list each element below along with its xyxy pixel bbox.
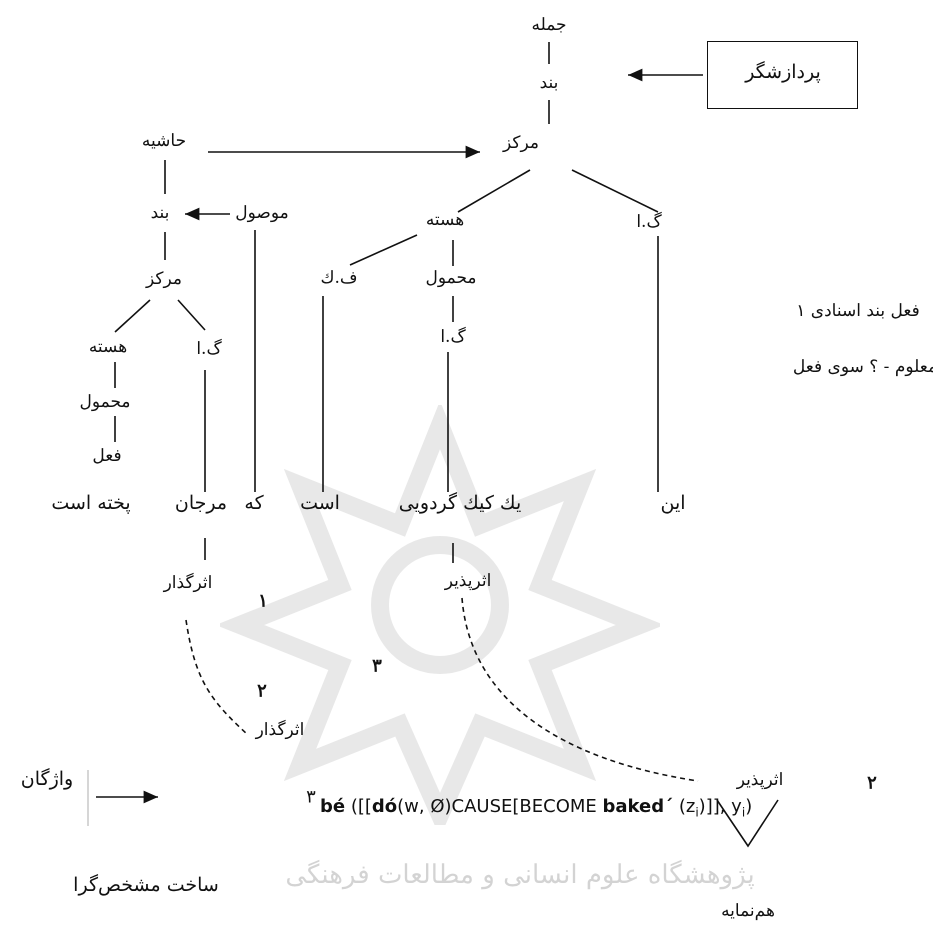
number-2b: ٢ bbox=[867, 772, 877, 794]
node-sentence: جمله bbox=[531, 15, 567, 36]
formula-sub-i2: i bbox=[741, 805, 746, 820]
role-undergoer-top: اثرپذیر bbox=[444, 571, 492, 592]
word-marjan: مرجان bbox=[174, 492, 228, 515]
node-relative: موصول bbox=[235, 203, 289, 224]
node-center: مرکز bbox=[503, 133, 539, 154]
watermark-emblem bbox=[220, 405, 660, 825]
word-round-cake: یك كیك گردویی bbox=[398, 492, 522, 515]
number-2a: ٢ bbox=[257, 680, 267, 702]
formula-open: ([[ bbox=[345, 796, 372, 817]
formula-do: dó bbox=[371, 796, 398, 817]
number-3: ٣ bbox=[372, 655, 382, 677]
role-actor-top: اثرگذار bbox=[163, 573, 213, 594]
role-actor-bottom: اثرگذار bbox=[255, 720, 305, 741]
logical-structure-formula: bé ([[dó(w, Ø)CAUSE[BECOME baked´ (zi)]]… bbox=[320, 796, 752, 820]
watermark-text: پژوهشگاه علوم انسانی و مطالعات فرهنگی bbox=[285, 860, 755, 891]
node-left-predicate: محمول bbox=[79, 392, 131, 413]
node-left-clause: بند bbox=[150, 203, 170, 224]
processor-label: پردازشگر bbox=[745, 61, 821, 84]
formula-z: (z bbox=[673, 796, 696, 817]
node-np-a: گ.ا bbox=[636, 212, 662, 233]
number-1: ١ bbox=[258, 590, 268, 612]
formula-baked: baked´ bbox=[602, 796, 674, 817]
node-periphery: حاشیه bbox=[141, 131, 187, 152]
formula-sub-i1: i bbox=[695, 805, 699, 820]
node-verb: فعل bbox=[92, 446, 122, 467]
node-core: هسته bbox=[425, 210, 465, 231]
role-undergoer-bottom: اثرپذیر bbox=[736, 770, 784, 791]
word-that: که bbox=[244, 492, 264, 515]
lexicon-label: واژگان bbox=[20, 768, 74, 791]
node-copula-verb: ف.ك bbox=[320, 268, 358, 289]
head-marking-label: ساخت مشخص‌گرا bbox=[73, 874, 219, 897]
node-predicate: محمول bbox=[425, 268, 477, 289]
note-voice: معلوم - ؟ سوی فعل bbox=[792, 357, 933, 378]
formula-cause: (w, Ø)CAUSE[BECOME bbox=[397, 796, 603, 817]
node-left-core: هسته bbox=[88, 337, 128, 358]
word-baked: پخته است bbox=[51, 492, 131, 515]
word-this: این bbox=[660, 492, 686, 515]
formula-y: )]], y bbox=[698, 796, 742, 817]
number-3b: ٣ bbox=[306, 786, 316, 808]
coindex-label: هم‌نمایه bbox=[721, 901, 775, 922]
node-left-center: مرکز bbox=[146, 269, 182, 290]
node-clause: بند bbox=[539, 73, 559, 94]
word-is: است bbox=[300, 492, 340, 515]
node-left-np: گ.ا bbox=[196, 339, 222, 360]
node-np-b: گ.ا bbox=[440, 327, 466, 348]
processor-box bbox=[707, 41, 858, 109]
formula-be: bé bbox=[320, 796, 346, 817]
note-copular-verb: فعل بند اسنادی ١ bbox=[796, 301, 920, 322]
formula-close: ) bbox=[745, 796, 753, 817]
